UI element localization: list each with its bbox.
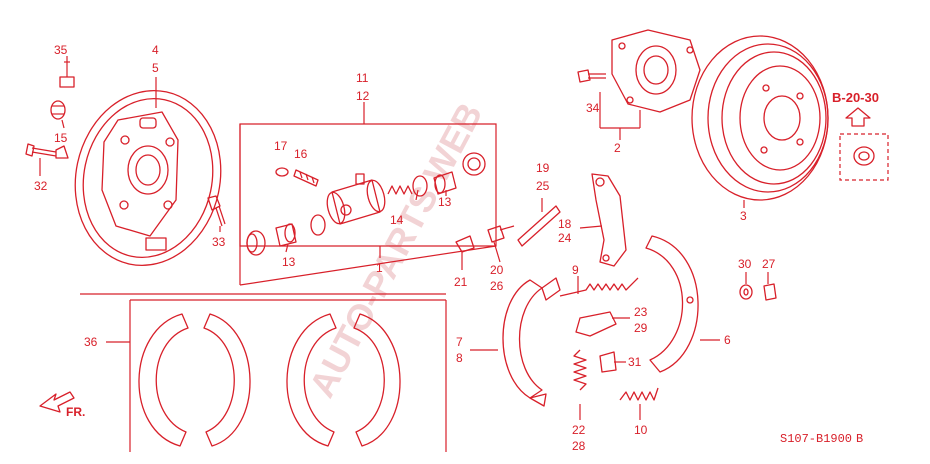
label-4: 4	[152, 43, 159, 57]
backing-plate[interactable]	[59, 77, 236, 279]
bolt-32[interactable]	[25, 143, 69, 159]
direction-label: FR.	[66, 405, 85, 419]
shoe-set-shoe-1[interactable]	[138, 313, 189, 447]
cylinder-boot-right[interactable]	[462, 152, 486, 176]
cylinder-spring-14[interactable]	[387, 185, 413, 195]
part-labels: 35 4 5 15 32 33 11 12 17 16 14 13 13 1 1…	[34, 43, 776, 453]
label-23: 23	[634, 305, 648, 319]
label-21: 21	[454, 275, 468, 289]
parking-lever-18[interactable]	[591, 173, 627, 267]
return-spring-9[interactable]	[559, 277, 639, 297]
label-35: 35	[54, 43, 68, 57]
cylinder-piston-left[interactable]	[275, 223, 297, 247]
washer-30[interactable]	[739, 284, 753, 300]
grommet-15[interactable]	[50, 100, 66, 120]
label-7: 7	[456, 335, 463, 349]
label-18: 18	[558, 217, 572, 231]
label-32: 32	[34, 179, 48, 193]
label-20: 20	[490, 263, 504, 277]
label-31: 31	[628, 355, 642, 369]
label-3: 3	[740, 209, 747, 223]
label-5: 5	[152, 61, 159, 75]
bleeder-screw-16[interactable]	[293, 169, 319, 187]
label-17: 17	[274, 139, 288, 153]
label-34: 34	[586, 101, 600, 115]
brake-shoe-leading[interactable]	[502, 277, 561, 407]
self-adjuster-lever-23[interactable]	[575, 311, 617, 337]
bleeder-cap-17[interactable]	[275, 167, 289, 177]
label-30: 30	[738, 257, 752, 271]
label-6: 6	[724, 333, 731, 347]
hub-bearing-unit[interactable]	[611, 29, 701, 113]
clip-31[interactable]	[599, 351, 617, 373]
label-28: 28	[572, 439, 586, 453]
clip-27[interactable]	[763, 283, 777, 301]
adjuster-plate-21[interactable]	[455, 235, 475, 253]
adjuster-rod-19[interactable]	[517, 205, 561, 247]
label-24: 24	[558, 231, 572, 245]
label-10: 10	[634, 423, 648, 437]
cylinder-boot-left[interactable]	[246, 230, 266, 256]
cylinder-piston-right[interactable]	[433, 171, 457, 195]
cylinder-cup-right[interactable]	[412, 175, 428, 197]
shoe-set-shoe-4[interactable]	[353, 313, 401, 447]
label-13b: 13	[438, 195, 452, 209]
adjuster-bolt-20[interactable]	[487, 225, 515, 243]
label-8: 8	[456, 351, 463, 365]
brake-drum[interactable]	[691, 35, 829, 201]
label-15: 15	[54, 131, 68, 145]
wheel-cylinder[interactable]	[324, 173, 388, 226]
leader-lines	[39, 56, 769, 420]
label-12: 12	[356, 89, 370, 103]
label-29: 29	[634, 321, 648, 335]
label-36: 36	[84, 335, 98, 349]
shoe-set-shoe-2[interactable]	[203, 313, 251, 447]
label-16: 16	[294, 147, 308, 161]
label-26: 26	[490, 279, 504, 293]
label-27: 27	[762, 257, 776, 271]
label-2: 2	[614, 141, 621, 155]
brake-shoe-trailing[interactable]	[645, 235, 699, 373]
reference-box[interactable]: B-20-30	[832, 90, 889, 181]
bolt-35[interactable]	[59, 61, 75, 88]
return-spring-10[interactable]	[619, 387, 659, 401]
cylinder-cup-left[interactable]	[310, 214, 326, 236]
label-1: 1	[376, 261, 383, 275]
shoe-set-shoe-3[interactable]	[286, 313, 337, 447]
label-9: 9	[572, 263, 579, 277]
hub-bolt-34[interactable]	[577, 69, 606, 83]
bolt-33[interactable]	[207, 195, 226, 227]
label-22: 22	[572, 423, 586, 437]
shoe-set-box[interactable]	[80, 293, 447, 452]
label-19: 19	[536, 161, 550, 175]
label-25: 25	[536, 179, 550, 193]
label-33: 33	[212, 235, 226, 249]
reference-label: B-20-30	[832, 90, 879, 105]
hold-down-spring-22[interactable]	[573, 349, 587, 391]
wheel-cylinder-group[interactable]	[239, 123, 497, 286]
label-13a: 13	[282, 255, 296, 269]
label-11: 11	[356, 71, 369, 85]
label-14: 14	[390, 213, 404, 227]
front-direction-arrow: FR.	[39, 391, 85, 419]
